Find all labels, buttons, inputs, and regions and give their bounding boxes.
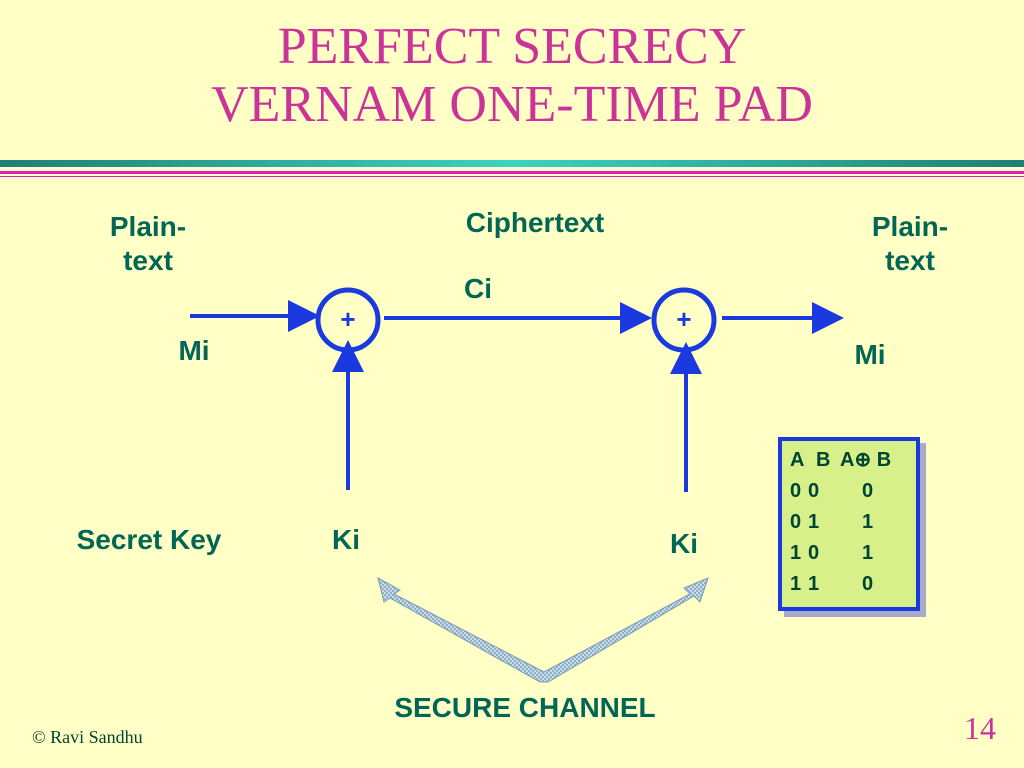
- ci-label: Ci: [464, 273, 492, 304]
- xor-symbol-right: +: [676, 304, 692, 334]
- ki-label-right: Ki: [670, 528, 698, 559]
- xor-node-encrypt: [315, 287, 381, 353]
- magenta-rule: [0, 171, 1024, 174]
- truth-table-row: 0 0 0: [782, 476, 916, 507]
- truth-cell-a: 1: [790, 573, 802, 595]
- ciphertext-label: Ciphertext: [465, 207, 605, 238]
- truth-cell-b: 1: [808, 511, 820, 533]
- ki-label-left: Ki: [332, 524, 360, 555]
- plaintext-label-left: Plain- text: [109, 211, 187, 276]
- truth-cell-a: 1: [790, 542, 802, 564]
- teal-rule: [0, 160, 1024, 167]
- xor-node-decrypt: [651, 287, 717, 353]
- secret-key-label: Secret Key: [76, 524, 222, 555]
- truth-cell-result: 1: [862, 542, 874, 564]
- slide-title: PERFECT SECRECY VERNAM ONE-TIME PAD: [0, 18, 1024, 134]
- plaintext-label-right: Plain- text: [871, 211, 949, 276]
- page-number: 14: [964, 710, 996, 746]
- secure-channel-arrows: [377, 577, 709, 683]
- magenta-rule-thin: [0, 176, 1024, 177]
- truth-header-xor: A⊕ B: [840, 449, 892, 471]
- mi-label-right: Mi: [854, 339, 886, 370]
- truth-header-b: B: [816, 449, 831, 471]
- title-divider: [0, 160, 1024, 177]
- truth-table-row: 1 1 0: [782, 569, 916, 600]
- secure-channel-label: SECURE CHANNEL: [394, 692, 656, 723]
- truth-header-a: A: [790, 449, 805, 471]
- xor-truth-table: A B A⊕ B 0 0 0 0 1 1 1 0 1 1 1 0: [778, 437, 920, 611]
- truth-cell-b: 0: [808, 480, 820, 502]
- truth-table-row: 0 1 1: [782, 507, 916, 538]
- truth-cell-result: 0: [862, 573, 874, 595]
- copyright-footer: © Ravi Sandhu: [32, 727, 143, 747]
- truth-cell-a: 0: [790, 480, 802, 502]
- truth-cell-result: 0: [862, 480, 874, 502]
- truth-cell-b: 0: [808, 542, 820, 564]
- truth-table-row: 1 0 1: [782, 538, 916, 569]
- title-line-2: VERNAM ONE-TIME PAD: [211, 76, 813, 133]
- xor-symbol-left: +: [340, 304, 356, 334]
- truth-cell-b: 1: [808, 573, 820, 595]
- truth-table-header: A B A⊕ B: [782, 445, 916, 476]
- truth-cell-result: 1: [862, 511, 874, 533]
- mi-label-left: Mi: [178, 335, 210, 366]
- title-line-1: PERFECT SECRECY: [277, 18, 747, 75]
- truth-cell-a: 0: [790, 511, 802, 533]
